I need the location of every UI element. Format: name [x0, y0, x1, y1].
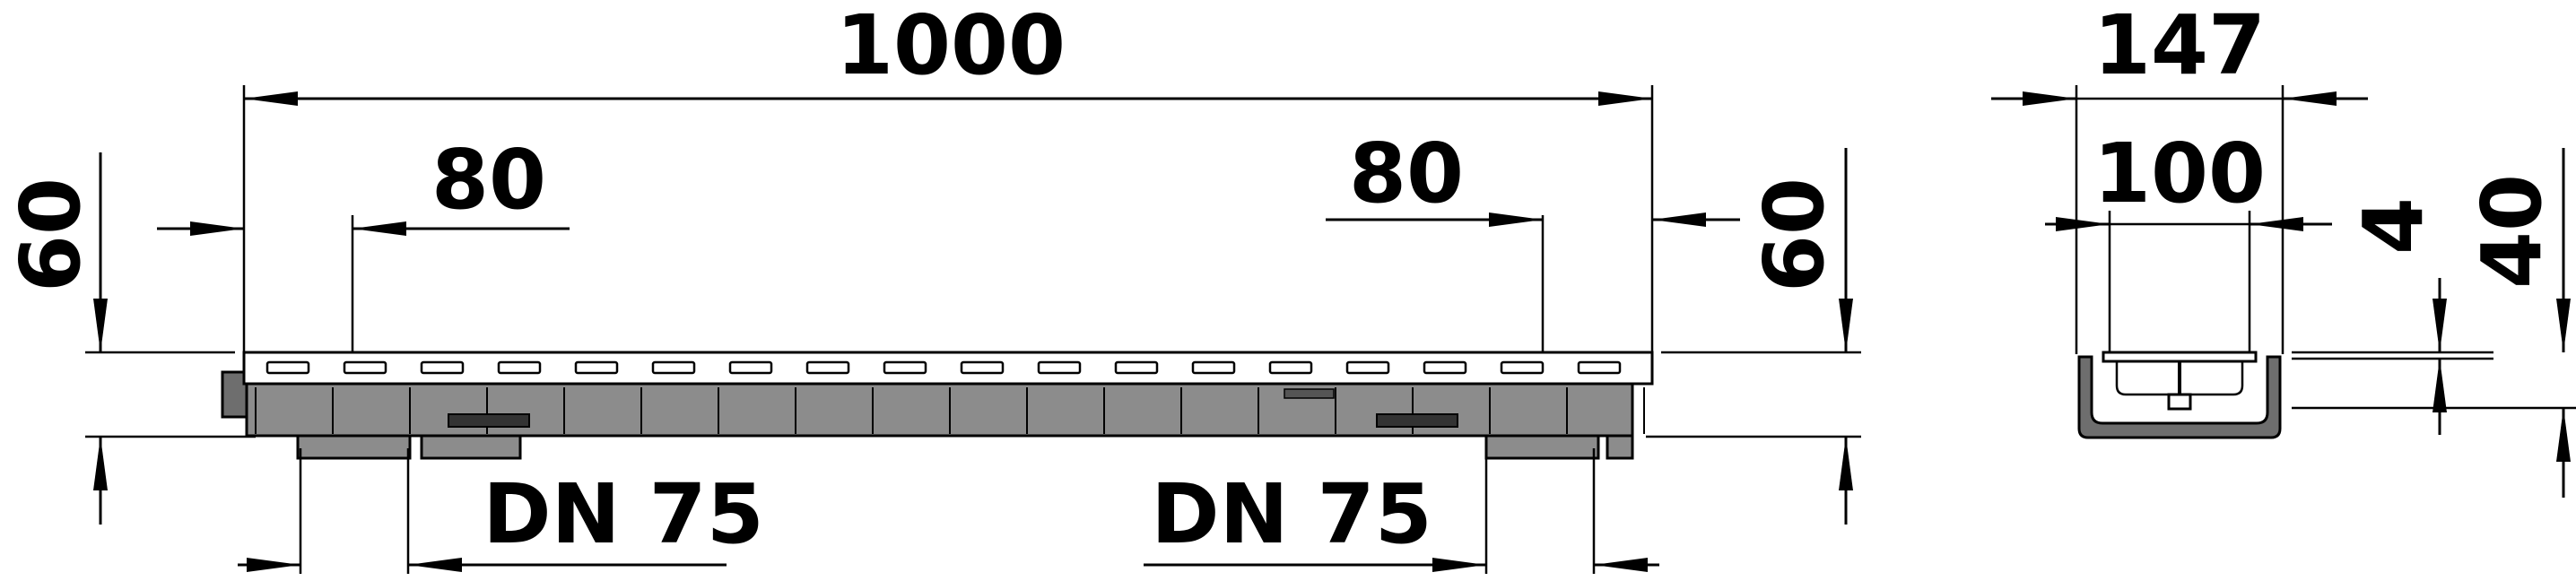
length-dimension: 1000: [242, 0, 1654, 354]
grate-slot: [1114, 360, 1159, 375]
grate-slot: [420, 360, 465, 375]
outer-width-dimension: 147: [1991, 0, 2368, 354]
channel-profile: [2077, 351, 2282, 439]
grate-thickness-dimension: 4: [2292, 197, 2493, 435]
grate-slot: [497, 360, 542, 375]
grate-slot: [960, 360, 1005, 375]
inner-width-value: 100: [2093, 126, 2266, 221]
grate-slot: [1037, 360, 1082, 375]
left-outlet-label: DN 75: [483, 466, 763, 562]
inner-width-dimension: 100: [2045, 126, 2332, 359]
grate-slot: [1500, 360, 1545, 375]
left-height-value: 60: [3, 178, 99, 292]
grate: [242, 351, 1654, 386]
grate-slot: [1577, 360, 1622, 375]
left-outlet-dimension: 80: [157, 132, 570, 453]
left-height-dimension: 60: [3, 152, 256, 525]
side-view: 1000 80 80 60: [3, 0, 1861, 574]
grate-thickness-value: 4: [2345, 197, 2441, 255]
outer-width-value: 147: [2093, 0, 2266, 93]
right-height-dimension: 60: [1646, 148, 1861, 525]
grate-slot: [343, 360, 387, 375]
grate-slot: [1268, 360, 1313, 375]
right-height-value: 60: [1746, 178, 1842, 292]
left-outlet-width-dimension: DN 75: [238, 448, 764, 574]
height-dimension: 40: [2292, 148, 2576, 498]
right-outlet-label: DN 75: [1151, 466, 1432, 562]
height-value: 40: [2464, 174, 2560, 289]
grate-slot: [1345, 360, 1390, 375]
left-outlet-value: 80: [431, 132, 546, 228]
length-value: 1000: [836, 0, 1066, 93]
grate-slot: [805, 360, 850, 375]
grate-slot: [883, 360, 927, 375]
grate-slot: [265, 360, 310, 375]
grate-slot: [1423, 360, 1467, 375]
grate-slot: [651, 360, 696, 375]
grate-slot: [728, 360, 773, 375]
right-outlet-width-dimension: DN 75: [1144, 448, 1659, 574]
grate-slot: [574, 360, 619, 375]
right-outlet-value: 80: [1349, 126, 1464, 221]
channel-body: [221, 370, 1645, 460]
grate-slot: [1191, 360, 1236, 375]
cross-section-view: 147 100 4 40: [1991, 0, 2576, 498]
